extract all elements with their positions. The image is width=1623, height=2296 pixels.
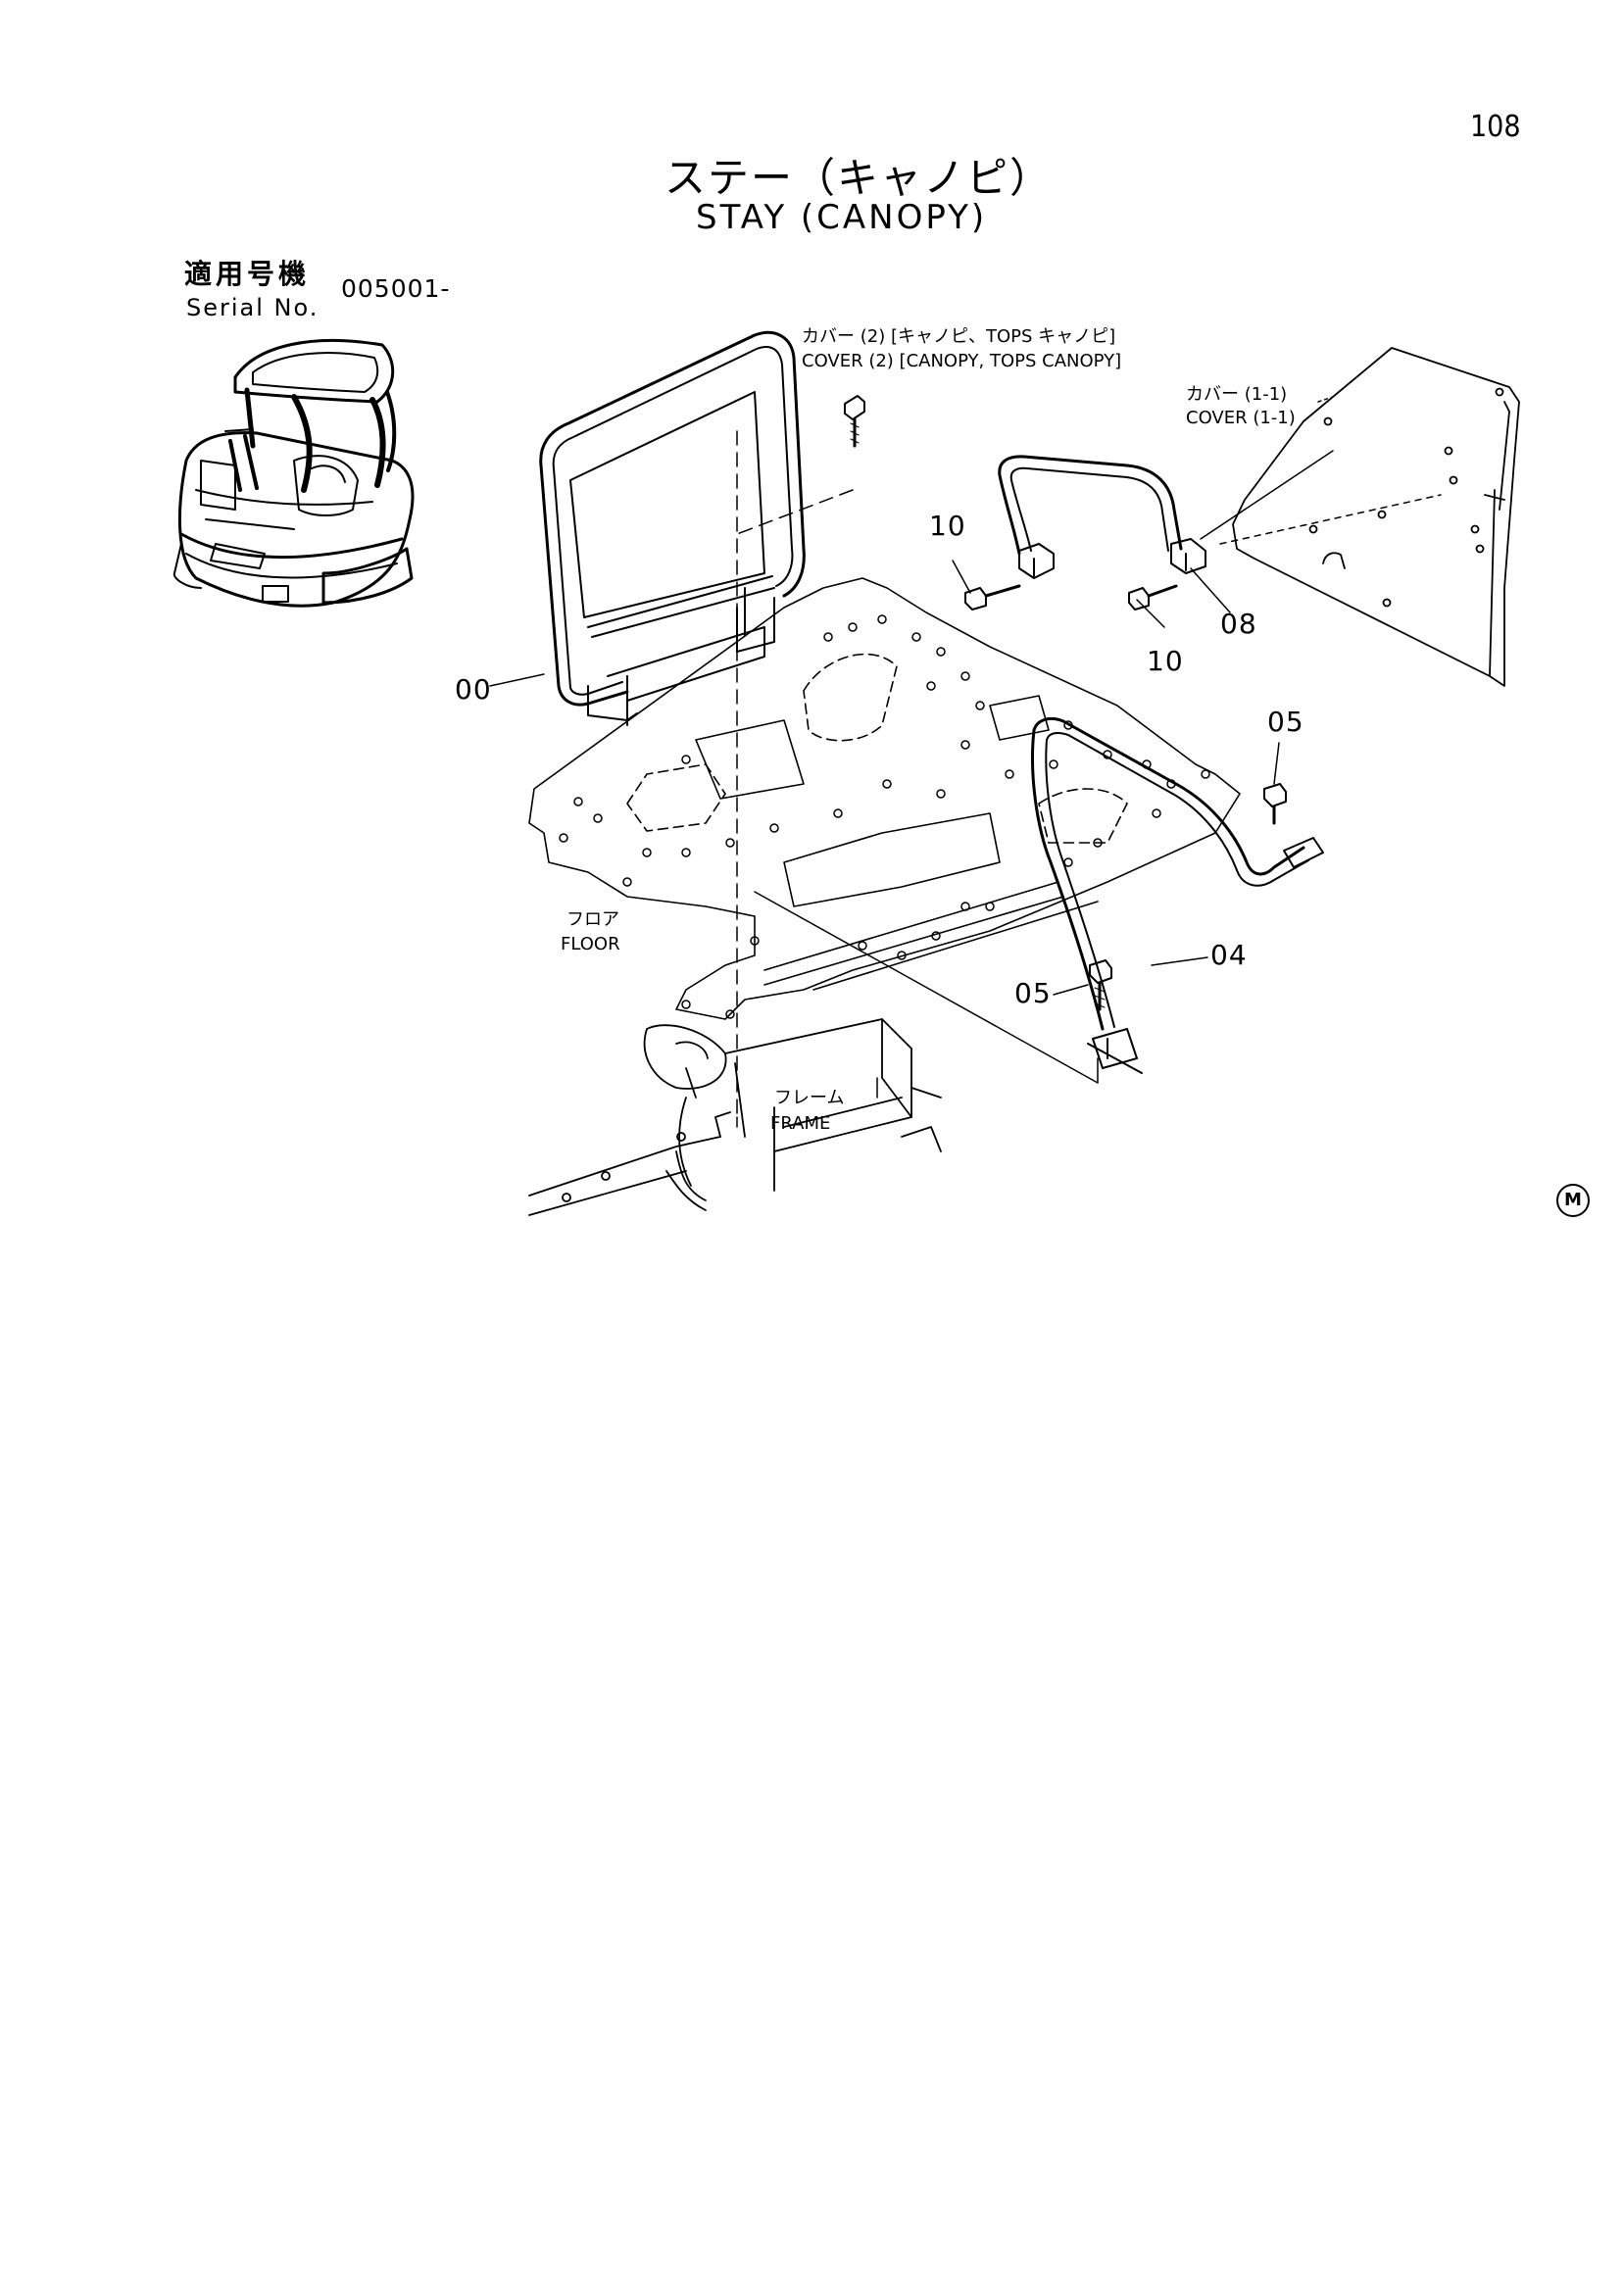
serial-number-value: 005001- xyxy=(341,274,451,303)
label-frame-jp: フレーム xyxy=(774,1088,845,1108)
page-title-en: STAY (CANOPY) xyxy=(696,198,988,237)
part-number-08: 08 xyxy=(1220,608,1257,640)
handrail-04-drawing xyxy=(1031,716,1324,1074)
handrail-08-drawing xyxy=(998,455,1206,579)
part-number-05-upper: 05 xyxy=(1267,706,1304,738)
label-frame-en: FRAME xyxy=(770,1113,831,1134)
page-title-jp: ステー（キャノピ） xyxy=(664,154,1054,202)
label-cover-1-1-jp: カバー (1-1) xyxy=(1186,384,1288,405)
label-floor-en: FLOOR xyxy=(561,934,620,954)
cover-1-1-drawing xyxy=(1232,347,1520,687)
machine-thumbnail xyxy=(172,339,415,608)
floor-drawing xyxy=(528,577,1241,1020)
serial-label-en: Serial No. xyxy=(186,294,320,321)
label-floor-jp: フロア xyxy=(566,909,619,930)
bolt-05-drawings xyxy=(1089,783,1287,1011)
part-number-10-upper: 10 xyxy=(929,510,966,542)
part-number-10-lower: 10 xyxy=(1147,645,1184,677)
part-number-05-lower: 05 xyxy=(1014,977,1052,1009)
model-marker: M xyxy=(1556,1184,1590,1217)
label-cover-2-jp: カバー (2) [キャノピ、TOPS キャノピ] xyxy=(802,326,1116,347)
label-cover-2-en: COVER (2) [CANOPY, TOPS CANOPY] xyxy=(802,351,1122,371)
page-number: 108 xyxy=(1470,110,1521,144)
label-cover-1-1-en: COVER (1-1) xyxy=(1186,408,1296,428)
stay-00-drawing xyxy=(539,330,806,726)
bolt-10-drawings xyxy=(844,395,1178,611)
serial-label-jp: 適用号機 xyxy=(184,258,311,290)
part-number-00: 00 xyxy=(455,673,492,706)
frame-drawing xyxy=(528,1018,942,1216)
assembly-guides xyxy=(736,430,1442,1128)
part-number-04: 04 xyxy=(1210,939,1248,971)
leader-lines xyxy=(489,396,1334,1099)
